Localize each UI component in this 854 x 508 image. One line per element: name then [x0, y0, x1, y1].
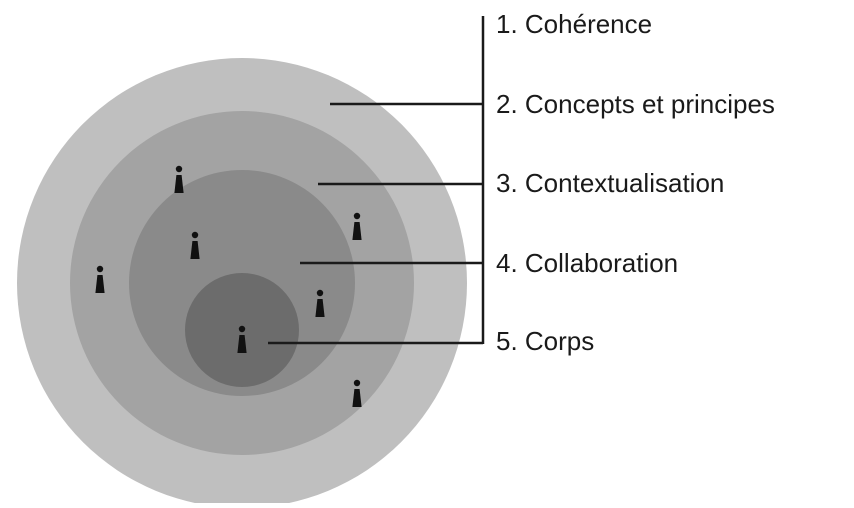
- label-collaboration: 4. Collaboration: [496, 248, 679, 278]
- label-concepts-et-principes: 2. Concepts et principes: [496, 89, 775, 119]
- label-corps: 5. Corps: [496, 326, 595, 356]
- label-contextualisation: 3. Contextualisation: [496, 168, 725, 198]
- label-coherence: 1. Cohérence: [496, 9, 653, 39]
